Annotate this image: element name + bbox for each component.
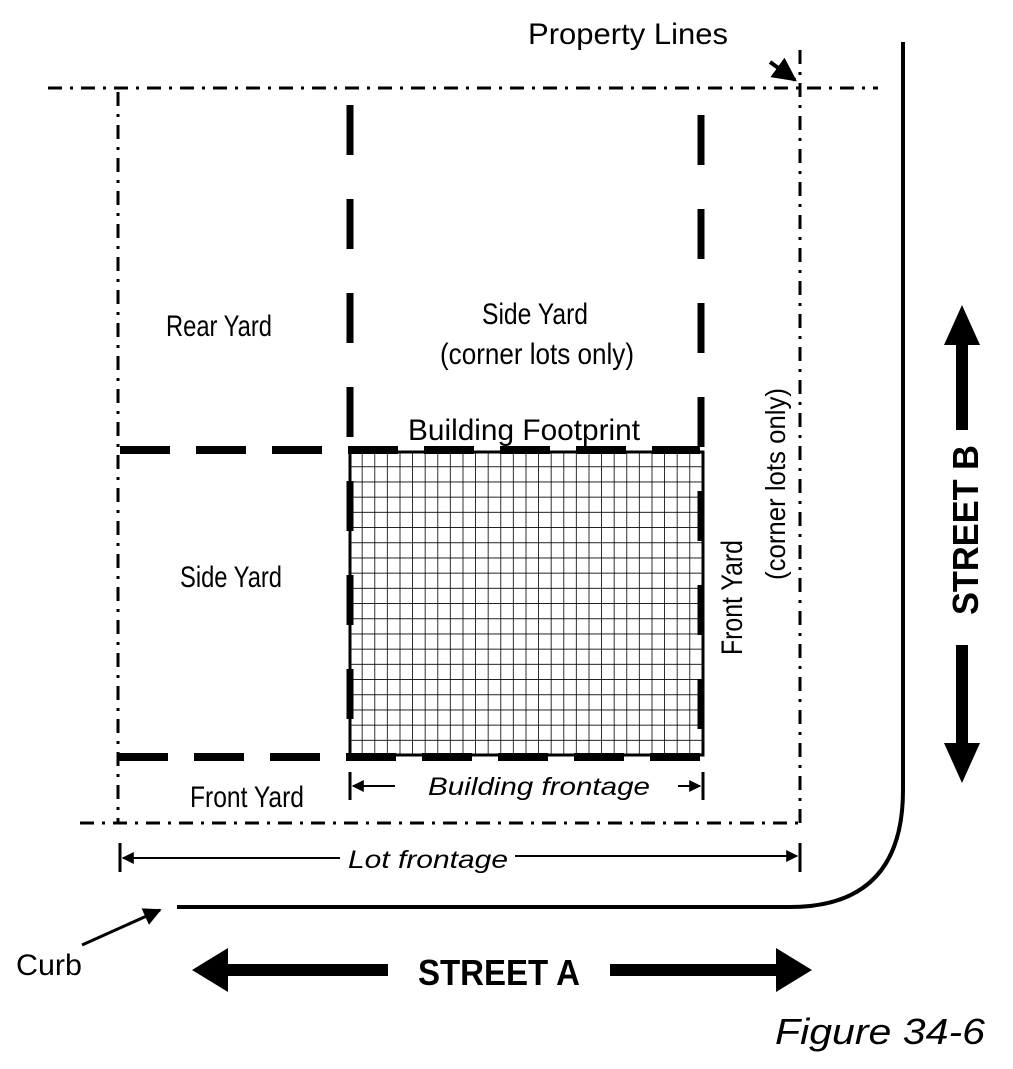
property-lines-arrow-icon <box>768 57 797 82</box>
street-a-arrow-icon <box>192 948 812 992</box>
building-frontage-dimension: Building frontage <box>348 772 705 801</box>
side-yard-corner-note: (corner lots only) <box>440 338 634 371</box>
figure-caption: Figure 34-6 <box>775 1011 986 1052</box>
street-b-arrow-icon <box>944 305 980 783</box>
rear-yard-label: Rear Yard <box>166 310 272 343</box>
lot-frontage-label: Lot frontage <box>348 846 508 874</box>
front-yard-corner-label: Front Yard <box>716 540 749 655</box>
street-b-label: STREET B <box>945 445 986 615</box>
curb-arrow-icon <box>81 908 162 947</box>
side-yard-label: Side Yard <box>180 561 282 594</box>
lot-frontage-dimension: Lot frontage <box>118 843 802 874</box>
front-yard-label: Front Yard <box>190 781 304 814</box>
curb-label: Curb <box>16 949 82 982</box>
building-footprint <box>348 450 705 757</box>
building-frontage-label: Building frontage <box>428 773 650 801</box>
front-yard-corner-note: (corner lots only) <box>760 388 791 580</box>
side-yard-corner-label: Side Yard <box>482 298 588 331</box>
property-lines-label: Property Lines <box>528 18 728 51</box>
building-footprint-label: Building Footprint <box>408 414 641 447</box>
street-a-label: STREET A <box>418 952 580 993</box>
curb-line <box>177 42 905 909</box>
